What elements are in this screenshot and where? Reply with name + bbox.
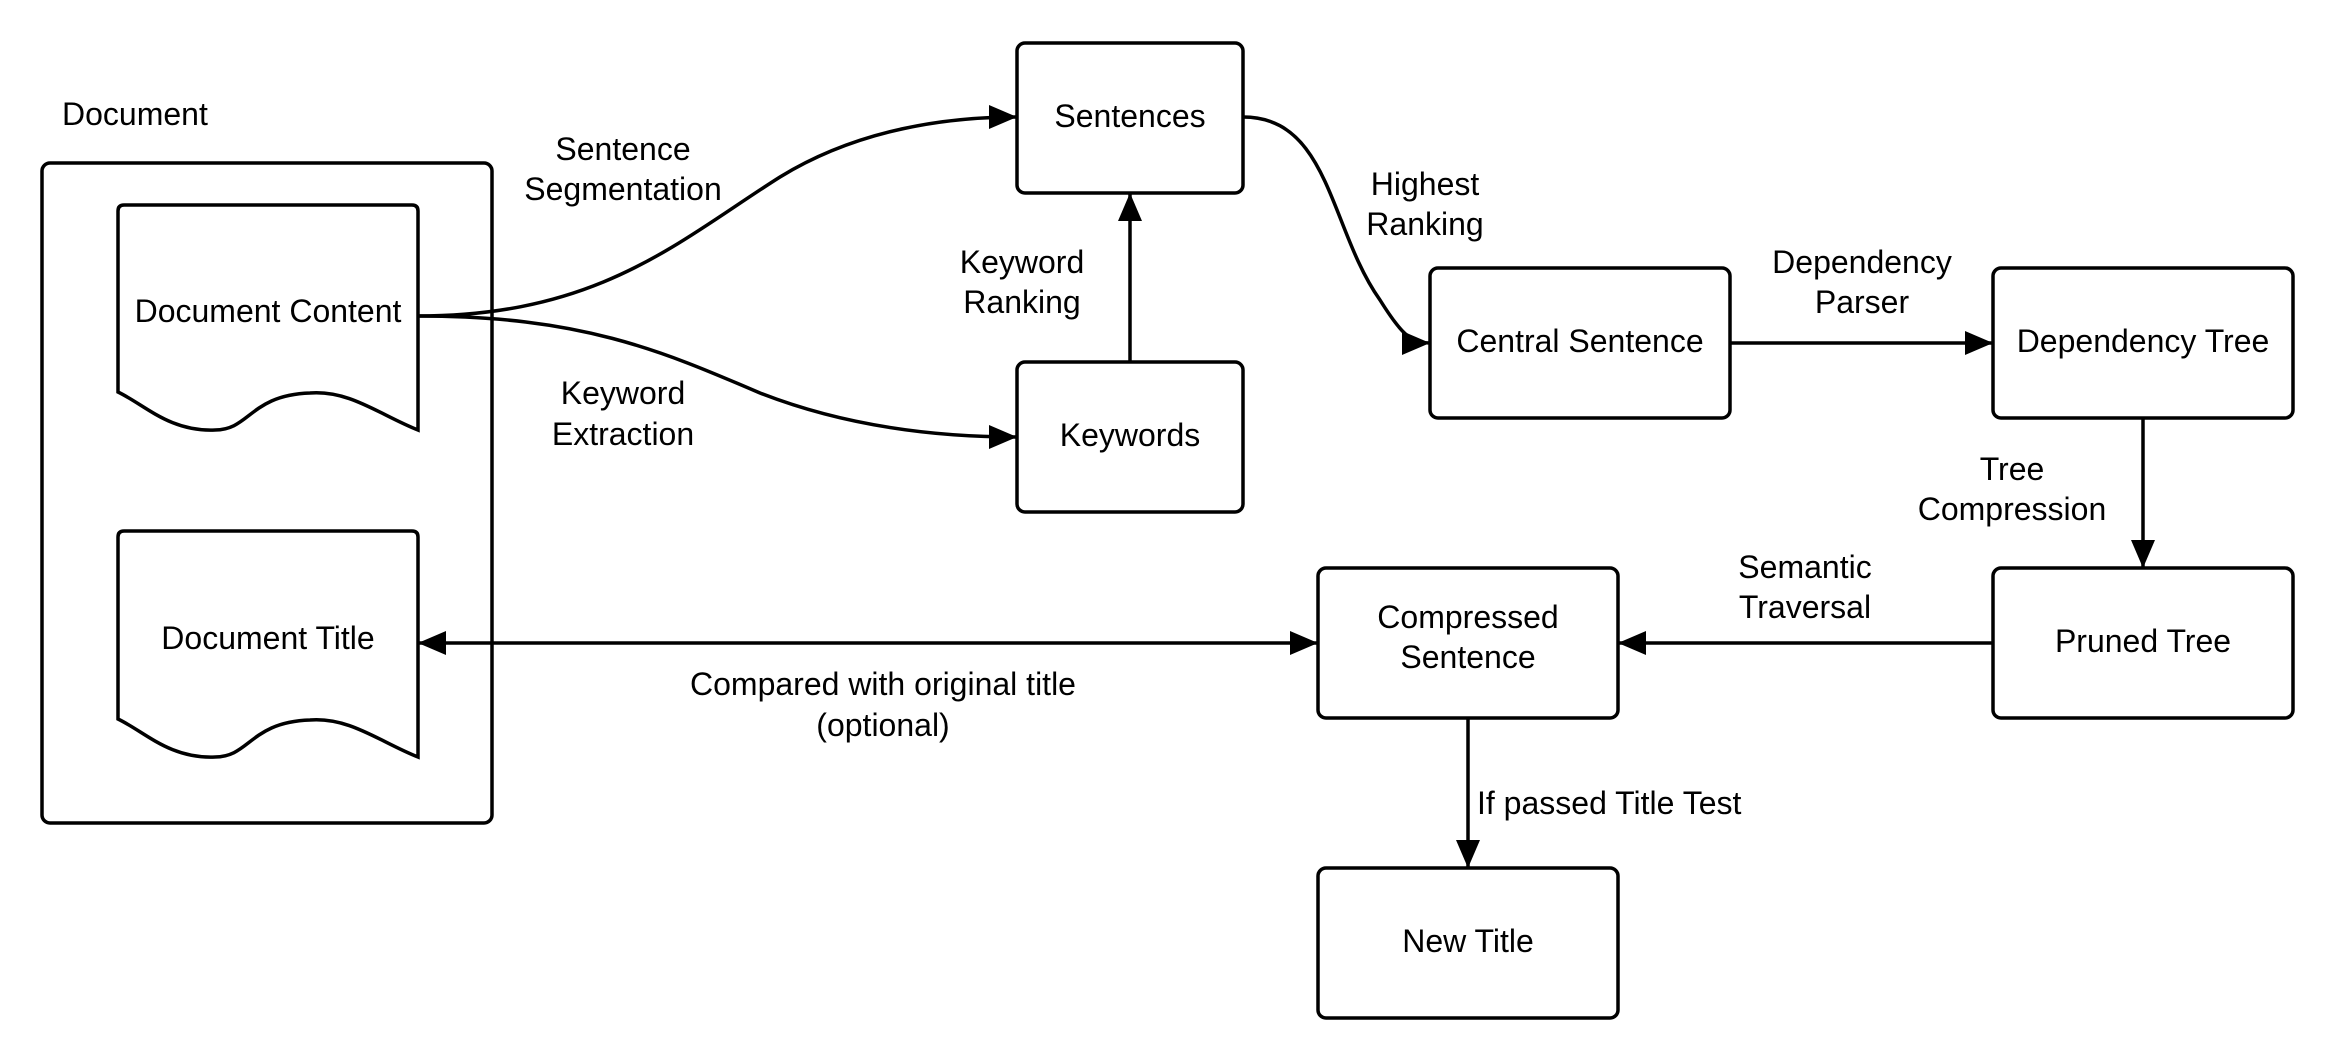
label-sentence-segmentation-line2: Segmentation [524,171,721,207]
compressed-sentence-label-line1: Compressed [1377,599,1558,635]
dependency-tree-label: Dependency Tree [2017,323,2270,359]
label-compared-with-title-line2: (optional) [816,707,949,743]
label-sentence-segmentation-line1: Sentence [555,131,690,167]
node-new-title: New Title [1316,866,1620,1020]
new-title-label: New Title [1402,923,1534,959]
label-keyword-extraction-line1: Keyword [561,375,686,411]
label-semantic-traversal-line2: Traversal [1739,589,1871,625]
node-compressed-sentence: Compressed Sentence [1316,566,1620,720]
label-semantic-traversal-line1: Semantic [1738,549,1871,585]
node-dependency-tree: Dependency Tree [1991,266,2295,420]
node-document-title: Document Title [116,529,420,760]
node-document-content: Document Content [116,203,420,433]
label-compared-with-title: Compared with original title (optional) [690,666,1076,743]
document-title-label: Document Title [161,620,374,656]
label-highest-ranking-line2: Ranking [1366,206,1483,242]
label-tree-compression-line1: Tree [1980,451,2045,487]
label-highest-ranking: Highest Ranking [1366,166,1483,242]
central-sentence-label: Central Sentence [1456,323,1703,359]
pruned-tree-label: Pruned Tree [2055,623,2231,659]
document-content-label: Document Content [135,293,402,329]
node-sentences: Sentences [1015,41,1245,195]
keywords-label: Keywords [1060,417,1201,453]
edge-content-to-sentences [417,105,1018,318]
label-semantic-traversal: Semantic Traversal [1738,549,1871,625]
document-content-shape [116,203,420,433]
label-tree-compression-line2: Compression [1918,491,2107,527]
label-keyword-ranking-line2: Ranking [963,284,1080,320]
node-pruned-tree: Pruned Tree [1991,566,2295,720]
label-title-test: If passed Title Test [1477,785,1742,821]
label-highest-ranking-line1: Highest [1371,166,1480,202]
label-dependency-parser-line1: Dependency [1772,244,1952,280]
node-central-sentence: Central Sentence [1428,266,1732,420]
label-keyword-extraction: Keyword Extraction [552,375,694,452]
label-keyword-ranking: Keyword Ranking [960,244,1085,320]
node-keywords: Keywords [1015,360,1245,514]
edge-sentences-to-central [1242,115,1431,355]
label-sentence-segmentation: Sentence Segmentation [524,131,721,207]
document-title-shape [116,529,420,760]
edge-content-to-keywords [417,314,1018,449]
label-keyword-ranking-line1: Keyword [960,244,1085,280]
label-dependency-parser: Dependency Parser [1772,244,1952,320]
label-tree-compression: Tree Compression [1918,451,2107,527]
sentences-label: Sentences [1054,98,1205,134]
label-compared-with-title-line1: Compared with original title [690,666,1076,702]
compressed-sentence-label-line2: Sentence [1400,639,1535,675]
label-dependency-parser-line2: Parser [1815,284,1910,320]
document-container-label: Document [62,96,208,132]
label-keyword-extraction-line2: Extraction [552,416,694,452]
